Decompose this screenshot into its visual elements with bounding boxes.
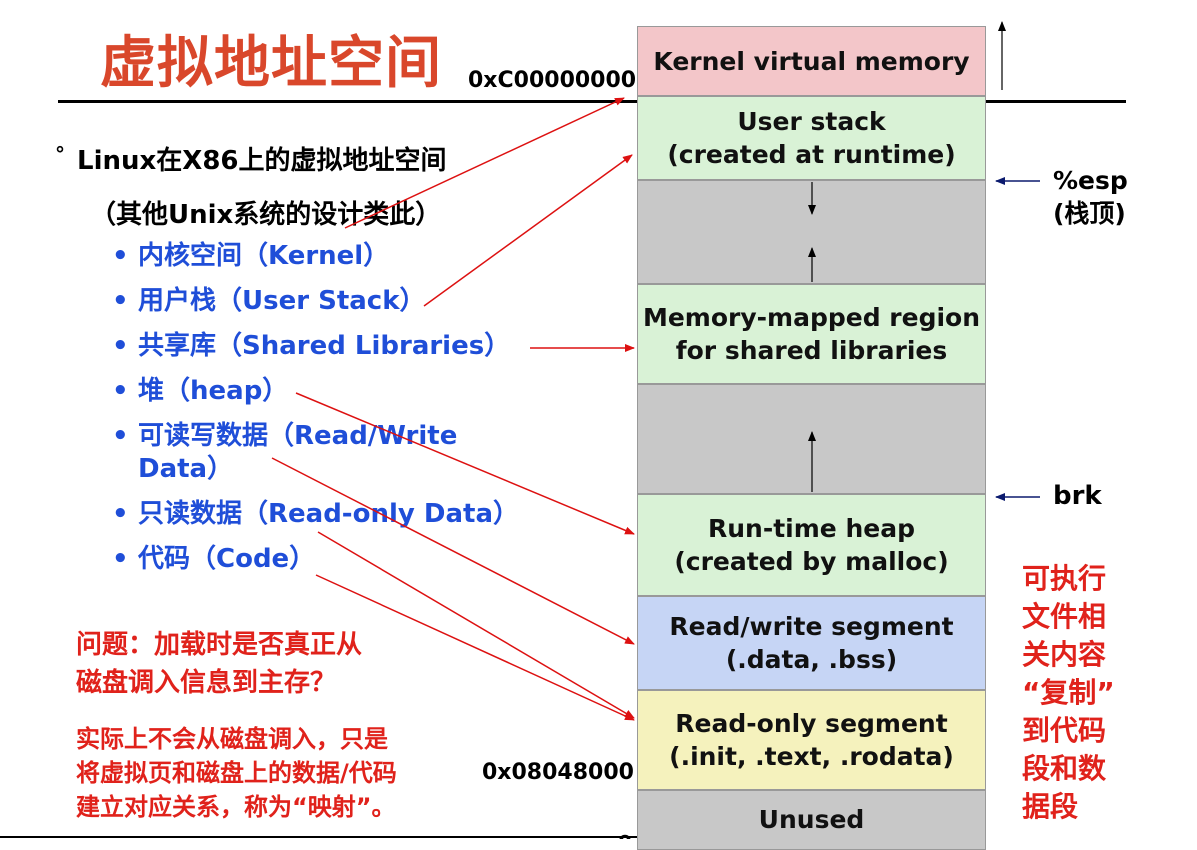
side-note-line-2: 文件相 [1022,600,1107,633]
mmap-region-block: Memory-mapped region for shared librarie… [637,284,986,384]
user-stack-block: User stack (created at runtime) [637,96,986,180]
brk-pointer-label: brk [1053,481,1102,511]
divider-line [58,100,1126,103]
rw-label: Read/write segment [669,612,954,641]
unused-label: Unused [758,805,865,834]
list-item-shared-libraries: 共享库（Shared Libraries） [112,330,532,363]
side-note-line-4: “复制” [1022,676,1115,709]
intro-line-2: （其他Unix系统的设计类此） [90,200,442,230]
arrow-kernel [344,97,625,229]
heap-block: Run-time heap (created by malloc) [637,494,986,596]
heap-label: Run-time heap [708,514,915,543]
address-bottom-label: 0x08048000 [482,760,634,785]
list-item-read-write-data: 可读写数据（Read/Write Data） [112,420,498,486]
side-note: 可执行 文件相 关内容 “复制” 到代码 段和数 据段 [1022,560,1132,826]
answer-line-1: 实际上不会从磁盘调入，只是 [76,725,388,753]
region-list: 内核空间（Kernel） 用户栈（User Stack） 共享库（Shared … [112,240,532,588]
ro-sublabel: (.init, .text, .rodata) [669,742,954,771]
arrow-user-stack [423,154,633,307]
intro-line-1: ° Linux在X86上的虚拟地址空间 [55,140,447,177]
side-note-line-7: 据段 [1022,790,1079,823]
list-item-heap: 堆（heap） [112,375,532,408]
question-text: 问题：加载时是否真正从 磁盘调入信息到主存？ [76,626,362,702]
rw-sublabel: (.data, .bss) [725,645,898,674]
page-title: 虚拟地址空间 [100,31,442,96]
mmap-sublabel: for shared libraries [675,336,948,365]
answer-line-3: 建立对应关系，称为“映射”。 [76,793,396,821]
side-note-line-5: 到代码 [1022,714,1107,747]
kernel-label: Kernel virtual memory [653,46,970,76]
bottom-zero-label: 0 [618,831,632,839]
arrow-read-write [271,457,635,645]
list-item-read-only-data: 只读数据（Read-only Data） [112,498,532,531]
esp-pointer-label: %esp (栈顶) [1053,164,1128,230]
arrow-read-only [317,531,635,719]
intro-text-1: Linux在X86上的虚拟地址空间 [77,146,447,176]
address-top-label: 0xC00000000 [468,68,637,93]
degree-bullet-icon: ° [55,142,65,166]
arrow-code [315,574,635,721]
side-note-line-1: 可执行 [1022,562,1107,595]
heap-sublabel: (created by malloc) [674,547,949,576]
esp-label: %esp [1053,166,1128,195]
read-only-segment-block: Read-only segment (.init, .text, .rodata… [637,690,986,790]
side-note-line-3: 关内容 [1022,638,1107,671]
list-item-code: 代码（Code） [112,543,532,576]
read-write-segment-block: Read/write segment (.data, .bss) [637,596,986,690]
arrow-heap [295,392,635,535]
mmap-label: Memory-mapped region [642,303,981,332]
answer-text: 实际上不会从磁盘调入，只是 将虚拟页和磁盘上的数据/代码 建立对应关系，称为“映… [76,722,397,824]
question-line-2: 磁盘调入信息到主存？ [76,668,337,698]
list-item-user-stack: 用户栈（User Stack） [112,285,532,318]
list-item-kernel: 内核空间（Kernel） [112,240,532,273]
ro-label: Read-only segment [675,709,948,738]
kernel-memory-block: Kernel virtual memory [637,26,986,96]
question-line-1: 问题：加载时是否真正从 [76,630,363,660]
side-note-line-6: 段和数 [1022,752,1107,785]
esp-sublabel: (栈顶) [1053,199,1126,228]
user-stack-label: User stack [737,107,886,136]
user-stack-sublabel: (created at runtime) [667,140,956,169]
answer-line-2: 将虚拟页和磁盘上的数据/代码 [76,759,397,787]
